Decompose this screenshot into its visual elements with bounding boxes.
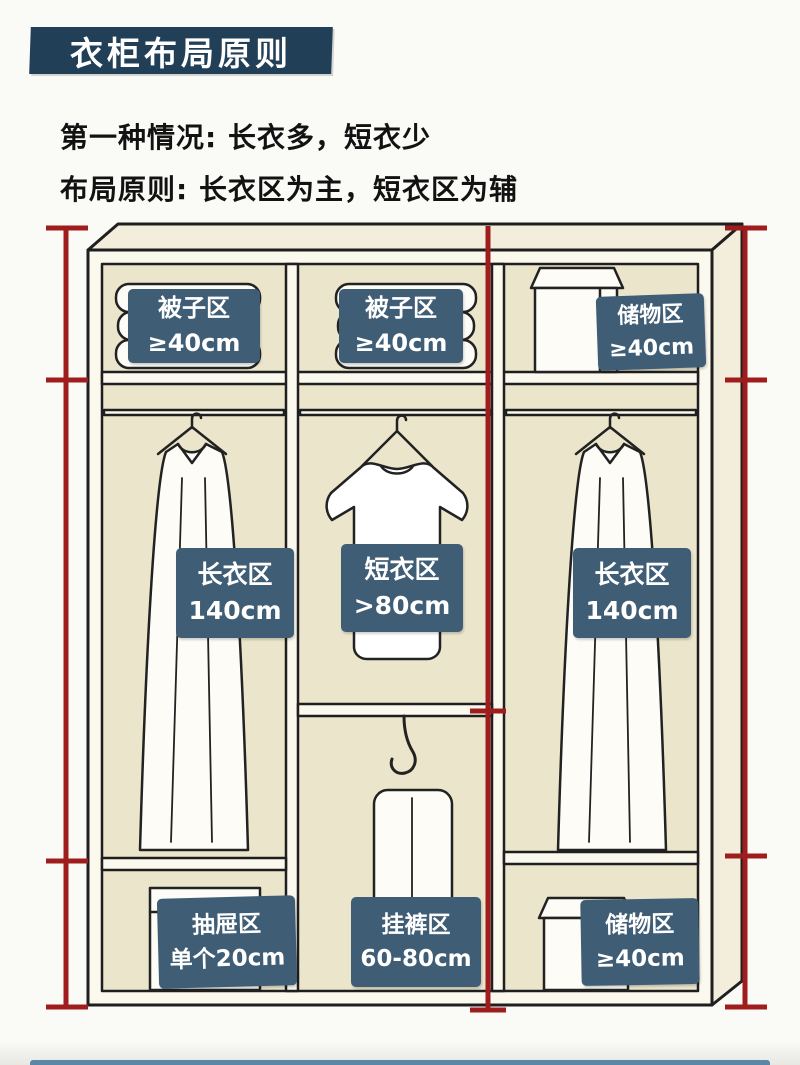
measurement-lines [46,225,767,1013]
long-coat-left [138,412,250,852]
zone-label-long-clothes-right: 长衣区 140cm [573,548,691,638]
principle-text: 布局原则: 长衣区为主，短衣区为辅 [60,173,518,206]
zone-name: 长衣区 [197,559,273,589]
left-bottom-shelf [100,856,288,872]
wardrobe-right-face [710,222,744,1007]
zone-size: >80cm [353,590,451,620]
zone-size: 140cm [188,595,282,625]
zone-name: 短衣区 [364,554,440,584]
zone-label-quilt-middle: 被子区 ≥40cm [339,289,463,363]
zone-label-storage-top-right: 储物区 ≥40cm [595,293,707,371]
hanging-rod-right [504,408,698,417]
wardrobe-top-face [86,222,744,252]
zone-size: 60-80cm [360,945,472,972]
zone-name: 被子区 [365,293,437,322]
right-bottom-shelf [502,850,700,866]
divider-right [490,262,506,993]
zone-label-pants: 挂裤区 60-80cm [351,897,481,987]
zone-size: ≥40cm [595,944,685,973]
top-shelf [100,370,700,386]
middle-shelf [296,702,494,718]
zone-label-storage-bottom-right: 储物区 ≥40cm [580,897,700,987]
zone-label-drawer: 抽屉区 单个20cm [156,895,298,989]
zone-size: 140cm [585,595,679,625]
zone-size: ≥40cm [147,328,241,357]
zone-label-long-clothes-left: 长衣区 140cm [176,548,294,638]
situation-text: 第一种情况: 长衣多，短衣少 [60,121,431,154]
zone-name: 被子区 [158,293,230,322]
zone-size: ≥40cm [608,334,695,362]
zone-size: 单个20cm [169,943,286,974]
bottom-accent-bar [30,1060,770,1065]
zone-name: 挂裤区 [381,912,451,939]
zone-name: 储物区 [604,911,675,939]
hanging-rod-middle [298,408,492,417]
zone-name: 储物区 [616,302,684,330]
zone-size: ≥40cm [354,328,448,357]
zone-label-short-clothes-middle: 短衣区 >80cm [341,544,463,632]
zone-label-quilt-left: 被子区 ≥40cm [128,289,260,363]
zone-name: 长衣区 [594,559,670,589]
zone-name: 抽屉区 [191,911,262,939]
